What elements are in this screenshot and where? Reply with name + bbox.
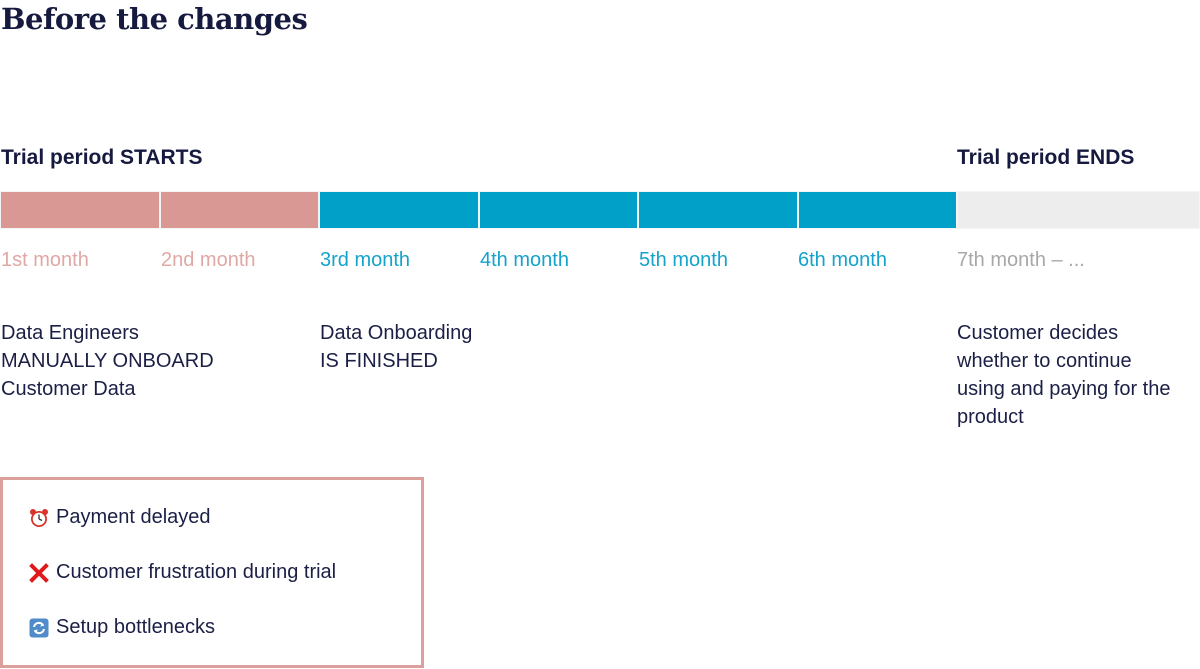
issue-item: Setup bottlenecks bbox=[28, 616, 215, 639]
refresh-arrows-icon bbox=[28, 617, 50, 639]
issue-item: Customer frustration during trial bbox=[28, 561, 336, 584]
page-title: Before the changes bbox=[1, 2, 308, 36]
month-label-3: 3rd month bbox=[320, 249, 411, 271]
note-manual-onboarding: Data Engineers MANUALLY ONBOARD Customer… bbox=[1, 322, 214, 400]
month-label-4: 4th month bbox=[480, 249, 569, 271]
month-label-2: 2nd month bbox=[161, 249, 256, 271]
issue-text: Customer frustration during trial bbox=[56, 561, 337, 583]
note-customer-decision: Customer decides whether to continue usi… bbox=[957, 322, 1171, 428]
alarm-clock-icon bbox=[28, 507, 50, 529]
month-label-5: 5th month bbox=[639, 249, 728, 271]
segment-month-5 bbox=[638, 191, 798, 229]
month-label-1: 1st month bbox=[1, 249, 89, 271]
segment-month-4 bbox=[479, 191, 638, 229]
timeline-bar bbox=[0, 191, 1200, 229]
issues-box: Payment delayed Customer frustration dur… bbox=[0, 477, 424, 668]
segment-month-3 bbox=[319, 191, 479, 229]
month-label-7: 7th month – ... bbox=[957, 249, 1085, 271]
segment-month-6 bbox=[798, 191, 957, 229]
segment-month-2 bbox=[160, 191, 319, 229]
segment-post-trial bbox=[957, 191, 1200, 229]
trial-start-label: Trial period STARTS bbox=[1, 146, 203, 169]
issue-text: Setup bottlenecks bbox=[56, 616, 215, 638]
issue-text: Payment delayed bbox=[56, 506, 211, 528]
red-x-icon bbox=[28, 562, 50, 584]
month-label-6: 6th month bbox=[798, 249, 887, 271]
note-onboarding-finished: Data Onboarding IS FINISHED bbox=[320, 322, 473, 372]
segment-month-1 bbox=[0, 191, 160, 229]
issue-item: Payment delayed bbox=[28, 506, 211, 529]
trial-end-label: Trial period ENDS bbox=[957, 146, 1135, 169]
